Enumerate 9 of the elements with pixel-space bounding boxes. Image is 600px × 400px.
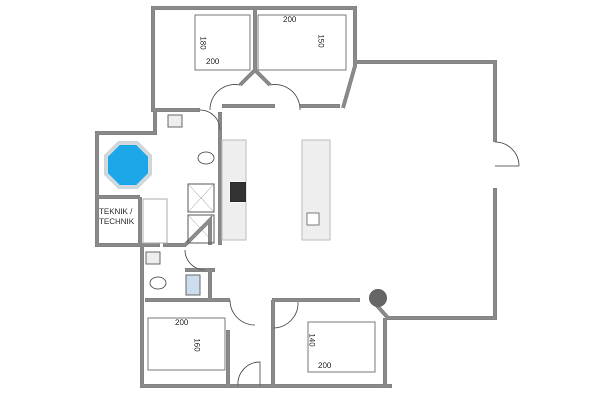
dimension-text: 200 [175, 318, 188, 328]
dimension-text: TEKNIK / TECHNIK [99, 207, 136, 227]
dimension-text: 180 [198, 36, 208, 50]
dimension-text: 150 [316, 34, 326, 48]
dimension-text: 200 [283, 15, 296, 25]
dimension-text: 200 [318, 361, 332, 371]
dimension-text: 200 [206, 57, 220, 67]
dimension-text: 160 [192, 338, 202, 352]
dimension-text: 140 [306, 333, 317, 347]
